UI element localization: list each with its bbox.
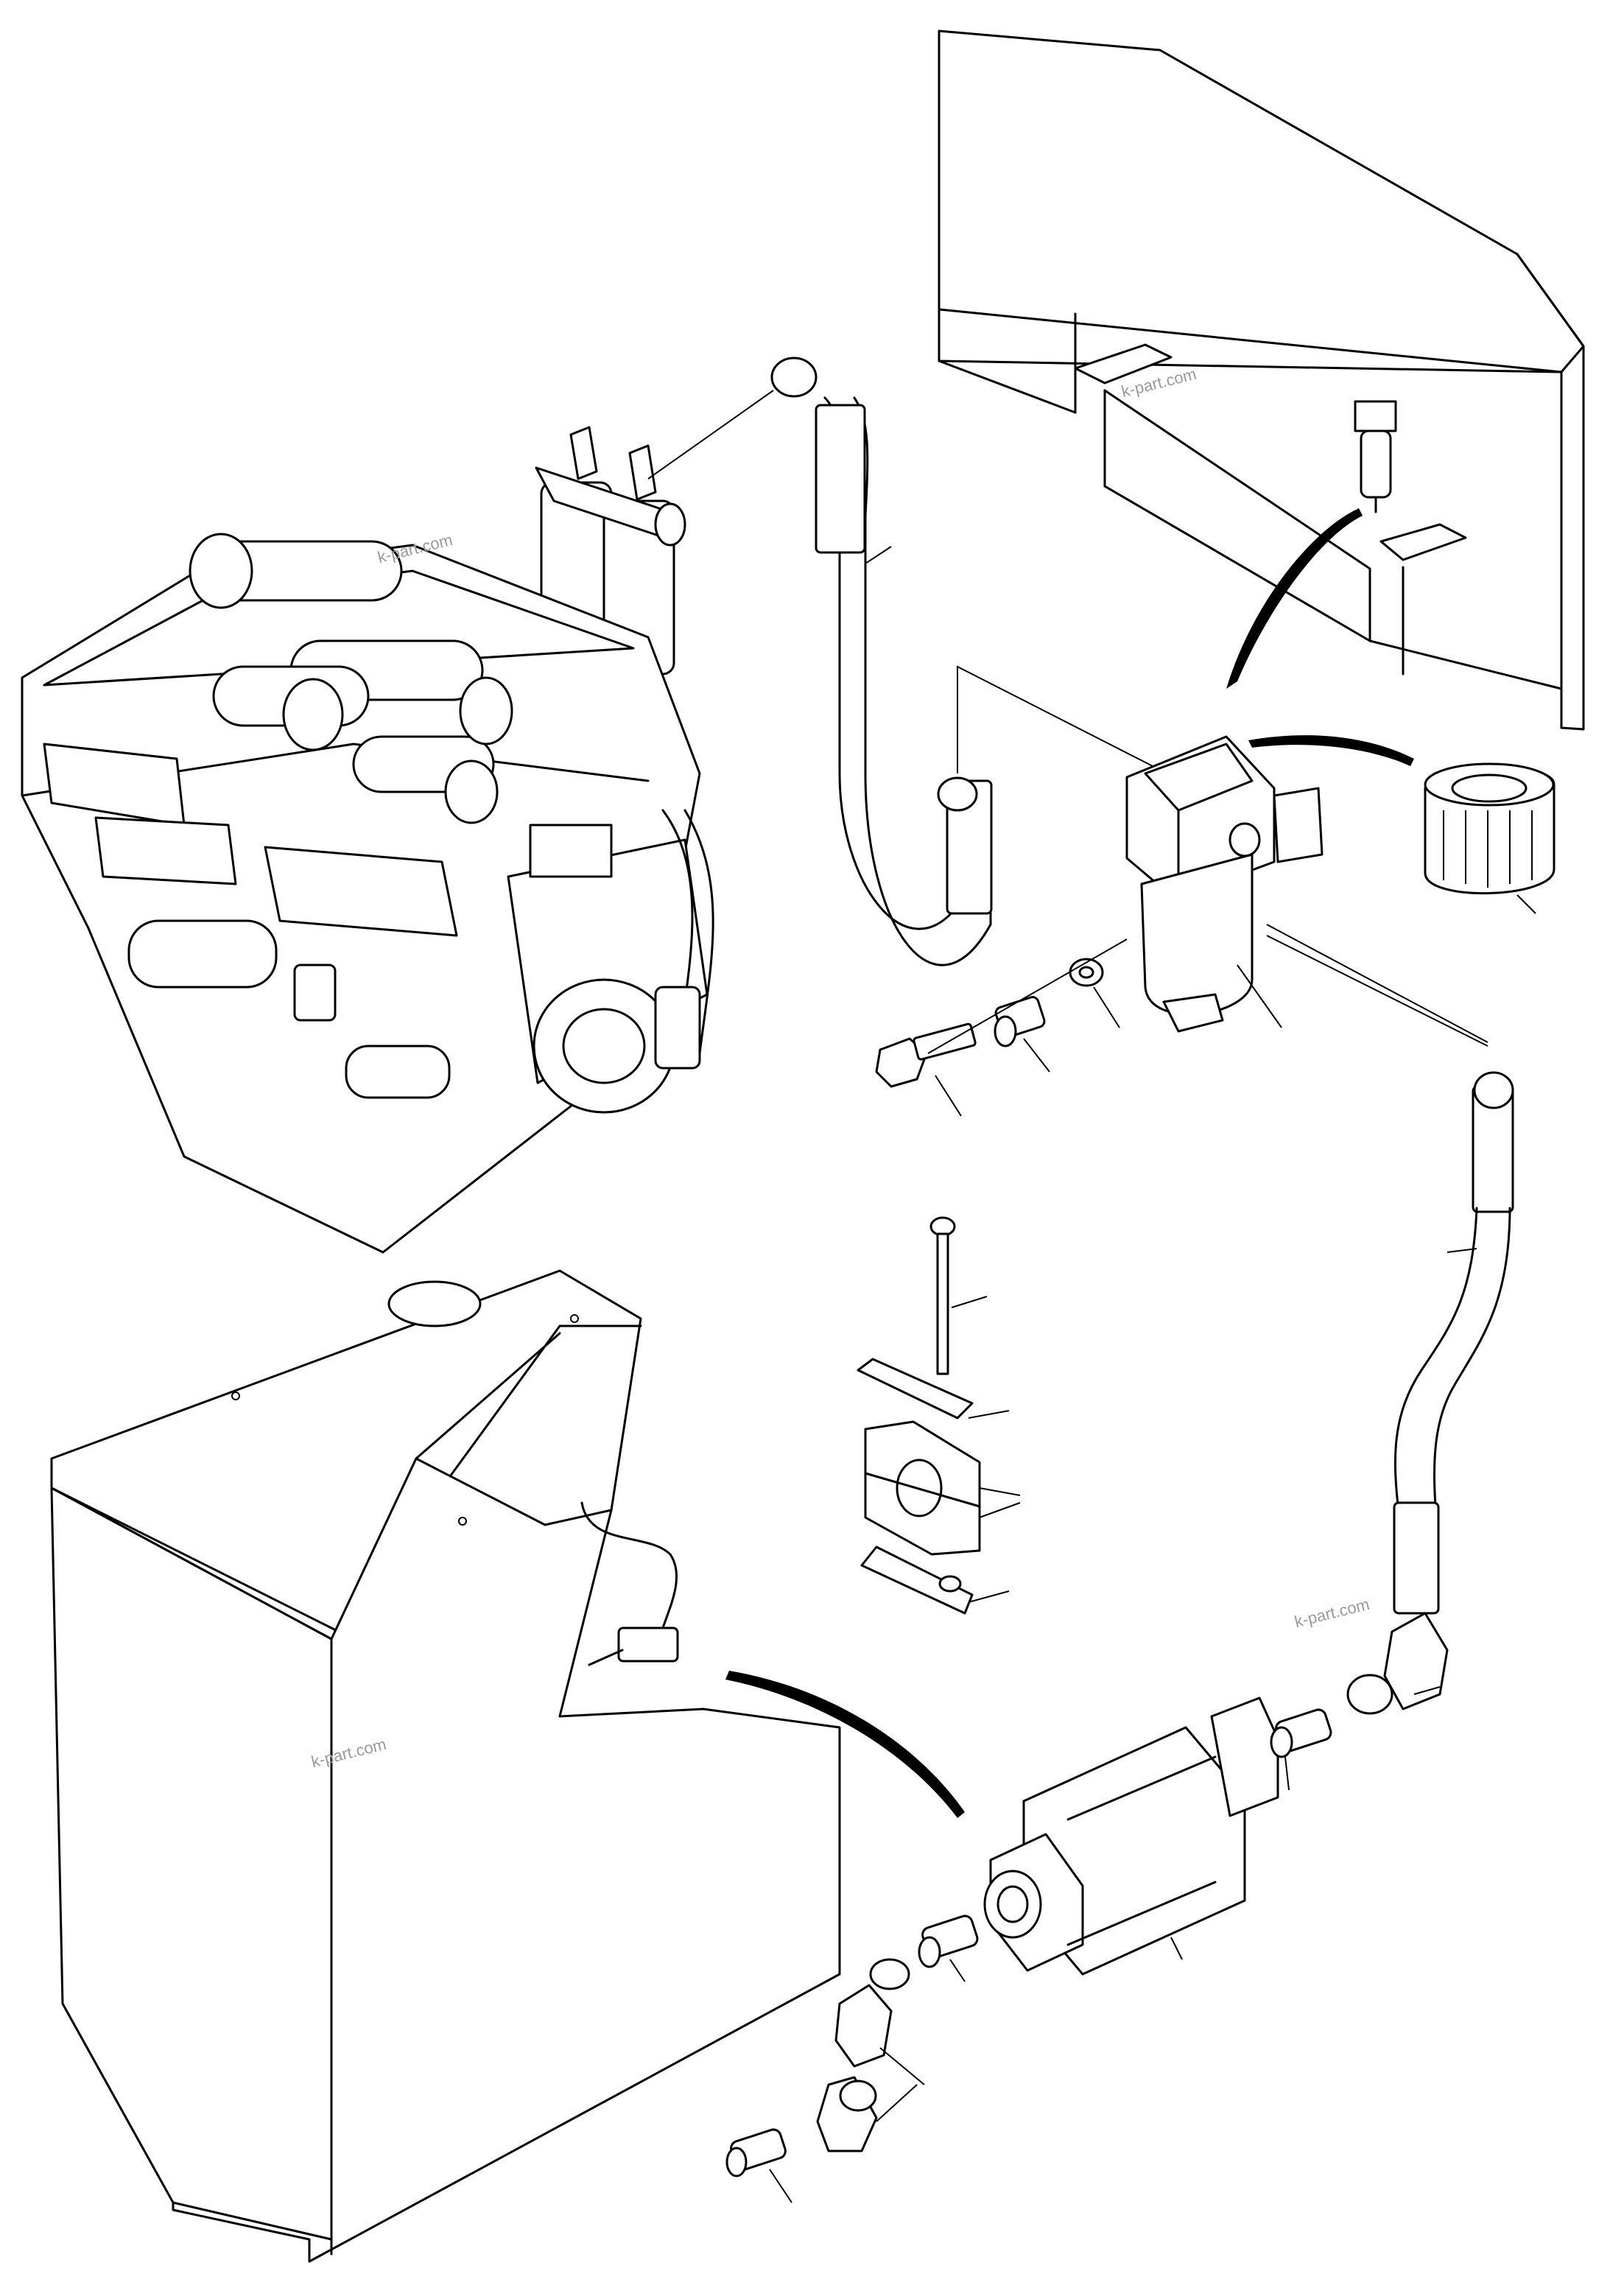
- elbow-lower: [816, 2076, 878, 2152]
- leader-hose-right: [1447, 1248, 1477, 1253]
- hose-upper: [770, 357, 993, 966]
- water-separator: [1125, 735, 1324, 1033]
- spacer: [994, 996, 1046, 1047]
- leader-separator-top: [957, 665, 1153, 773]
- fuel-filter-on-tank: [1354, 400, 1397, 513]
- filter-element: [1424, 762, 1556, 894]
- elbow-left: [834, 1958, 910, 2068]
- bolt: [875, 1022, 977, 1088]
- leader-connector-left: [949, 1959, 966, 1982]
- arrow-filter-element: [1248, 735, 1414, 766]
- leader-filter-element: [1516, 894, 1536, 914]
- leader-clamp-halves-b: [979, 1502, 1021, 1518]
- clamp-plate-top: [857, 1358, 974, 1420]
- clamp-bolt: [929, 1216, 956, 1375]
- bracket-plate: [1074, 343, 1467, 561]
- elbow-right: [1346, 1612, 1449, 1715]
- leader-filters-hose: [647, 390, 774, 480]
- leader-connector-lower: [769, 2169, 792, 2203]
- leader-elbow-right: [1413, 1686, 1441, 1695]
- arrow-tank-filter: [1226, 508, 1363, 689]
- fuel-cooler: [983, 1696, 1279, 1976]
- leader-hose-upper: [865, 546, 892, 564]
- leader-connector-right: [1284, 1756, 1290, 1791]
- leader-axis: [927, 938, 1128, 1054]
- leader-cooler: [1170, 1937, 1183, 1960]
- clamp-plate-bottom: [860, 1545, 974, 1615]
- leader-separator-bottom: [1266, 924, 1488, 1043]
- leader-clamp-plate-bottom: [968, 1590, 1010, 1603]
- leader-clamp-plate-top: [968, 1410, 1010, 1419]
- leader-elbow-left: [879, 2047, 925, 2085]
- leader-spacer: [1023, 1038, 1050, 1073]
- twin-fuel-filters: [535, 426, 686, 675]
- level-sensor: [580, 1501, 679, 1666]
- connector-right: [1270, 1708, 1332, 1758]
- connector-lower: [725, 2128, 787, 2178]
- leader-washer: [1093, 986, 1120, 1028]
- leader-bolt: [935, 1075, 962, 1117]
- washer: [1069, 958, 1104, 987]
- leader-separator: [1237, 964, 1282, 1028]
- fuel-tank-lower: [50, 1269, 841, 2263]
- connector-left: [918, 1915, 979, 1968]
- fuel-tank-upper: [938, 29, 1585, 731]
- engine-assembly: [21, 533, 714, 1254]
- leader-hose-right-top: [1266, 935, 1488, 1047]
- hose-right: [1393, 1071, 1514, 1615]
- clamp-halves: [864, 1420, 981, 1556]
- leader-elbow-lower: [876, 2084, 918, 2122]
- leader-clamp-bolt: [951, 1296, 988, 1308]
- leader-clamp-halves-a: [979, 1487, 1021, 1496]
